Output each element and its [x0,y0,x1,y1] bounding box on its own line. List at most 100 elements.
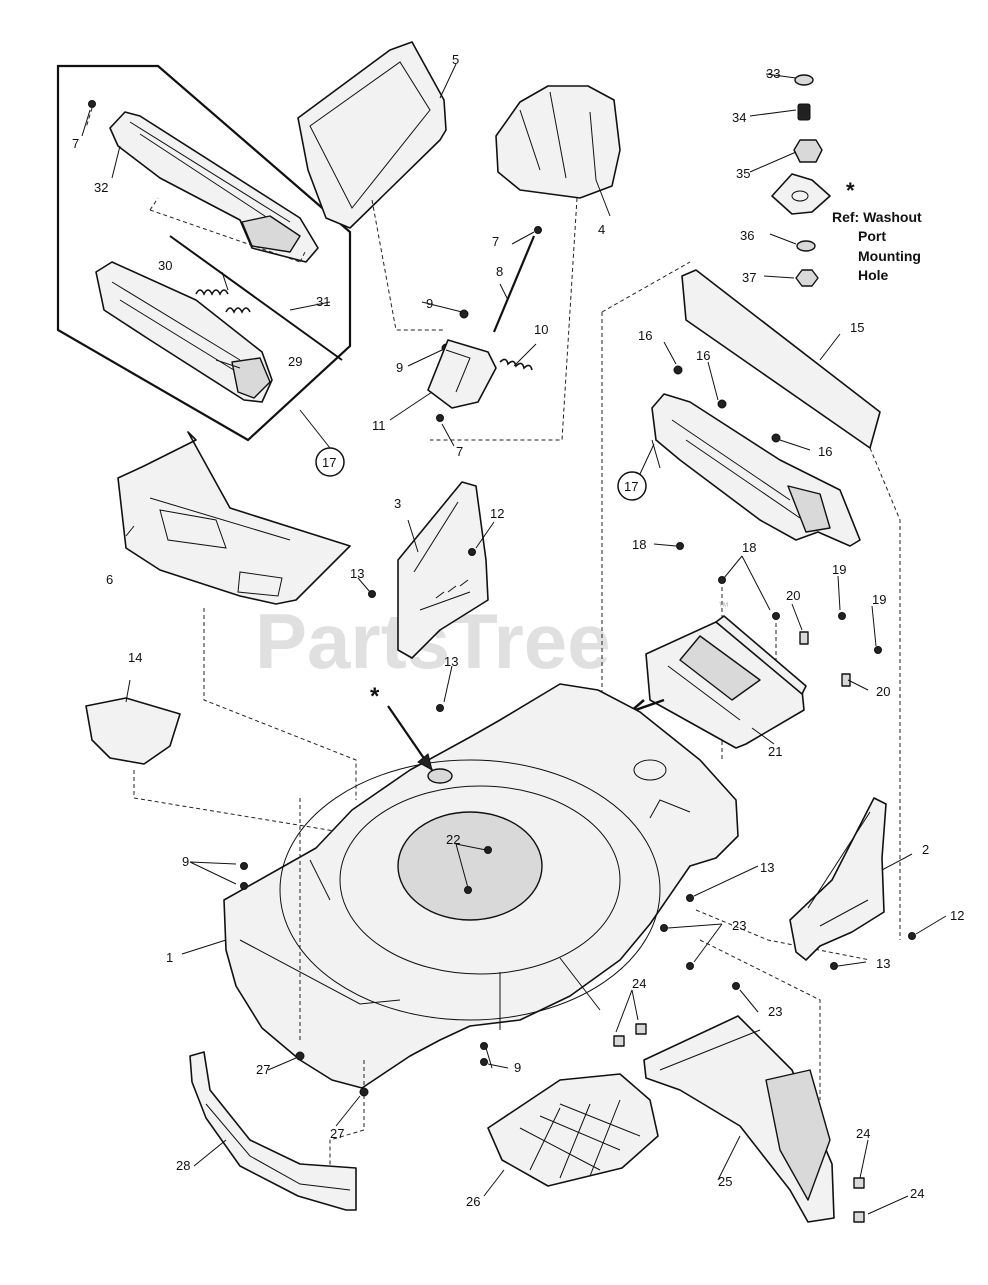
label-part-26: 26 [466,1194,480,1209]
part-2-bracket [789,797,887,961]
label-part-5: 5 [452,52,459,67]
part-23-bolt-a [660,924,668,932]
label-part-37: 37 [742,270,756,285]
part-13-screw-d [830,962,838,970]
label-part-18-b: 18 [742,540,756,555]
label-part-31: 31 [316,294,330,309]
label-part-7-upper: 7 [492,234,499,249]
label-part-23-b: 23 [768,1004,782,1019]
label-part-13-a: 13 [350,566,364,581]
part-28-rear-guard [189,1051,357,1211]
label-asterisk: * [370,683,380,710]
label-part-28: 28 [176,1158,190,1173]
label-part-13-b: 13 [444,654,458,669]
label-part-18-a: 18 [632,537,646,552]
part-7-screw-inset [88,100,96,108]
part-20-spacer-b [841,673,851,687]
part-23-bolt-b [686,962,694,970]
dash-15-c [869,447,901,940]
part-12-bolt-b [908,932,916,940]
part-7-screw-upper [534,226,542,234]
part-13-screw-b [436,704,444,712]
label-part-24-a: 24 [632,976,646,991]
part-19-screw-a [838,612,846,620]
label-part-15: 15 [850,320,864,335]
label-part-34: 34 [732,110,746,125]
label-part-13-c: 13 [760,860,774,875]
part-9-screw-e [480,1042,488,1050]
label-part-16-a: 16 [638,328,652,343]
washout-arrow-head [417,753,433,772]
label-part-30: 30 [158,258,172,273]
label-part-12-a: 12 [490,506,504,521]
part-18-screw-a [676,542,684,550]
part-30-springs [195,289,251,314]
label-part-20-a: 20 [786,588,800,603]
label-part-7-inset: 7 [72,136,79,151]
label-part-13-d: 13 [876,956,890,971]
label-part-10: 10 [534,322,548,337]
label-part-23-a: 23 [732,918,746,933]
label-part-11: 11 [372,418,386,433]
label-part-24-c: 24 [910,1186,924,1201]
label-part-25: 25 [718,1174,732,1189]
label-part-24-b: 24 [856,1126,870,1141]
ref-note-line-3: Mounting [858,248,921,264]
part-11-bracket [427,339,497,409]
part-26-side-guard [487,1073,659,1187]
label-part-4: 4 [598,222,605,237]
label-part-8: 8 [496,264,503,279]
part-27-nut-b [359,1087,369,1097]
label-part-21: 21 [768,744,782,759]
label-part-35: 35 [736,166,750,181]
label-part-27-b: 27 [330,1126,344,1141]
label-part-9-d: 9 [514,1060,521,1075]
part-1-deck [223,683,739,1089]
label-part-16-c: 16 [818,444,832,459]
part-16-screw-b [717,399,727,409]
part-14-guard [85,697,181,765]
label-part-16-b: 16 [696,348,710,363]
ref-note-line-1: Ref: Washout [832,209,922,225]
part-10-spring [499,358,533,371]
part-27-nut-a [295,1051,305,1061]
part-9-screw-a [459,309,469,319]
part-32-bracket [109,111,319,263]
label-part-7-lower: 7 [456,444,463,459]
dash-5 [371,199,444,331]
label-part-32: 32 [94,180,108,195]
part-24-clip-d [853,1211,865,1223]
label-part-12-b: 12 [950,908,964,923]
dash-deck-25 [699,939,821,1100]
label-part-19-a: 19 [832,562,846,577]
leader-lines [81,63,947,1215]
part-8-rod [492,235,536,333]
part-12-bolt-a [468,548,476,556]
part-13-screw-c [686,894,694,902]
part-21-plate [645,615,807,749]
label-part-9-a: 9 [426,296,433,311]
part-29-base [95,261,273,403]
dash-4 [430,197,578,441]
dash-deck-2 [695,909,871,961]
part-15-flap [681,269,881,449]
label-part-1: 1 [166,950,173,965]
label-part-14: 14 [128,650,142,665]
label-part-9-c: 9 [182,854,189,869]
part-31-rod [169,235,343,361]
part-19-screw-b [874,646,882,654]
ref-note-line-2: Port [858,228,886,244]
part-25-discharge [643,1015,835,1223]
label-part-9-b: 9 [396,360,403,375]
label-part-36: 36 [740,228,754,243]
ref-asterisk: * [846,178,855,203]
label-part-17-inset: 17 [322,455,336,470]
ref-note-line-4: Hole [858,267,889,283]
watermark-trademark: ™ [718,601,729,613]
part-9-screw-c [240,862,248,870]
label-part-27-a: 27 [256,1062,270,1077]
part-3-bracket [397,481,489,659]
label-part-6: 6 [106,572,113,587]
